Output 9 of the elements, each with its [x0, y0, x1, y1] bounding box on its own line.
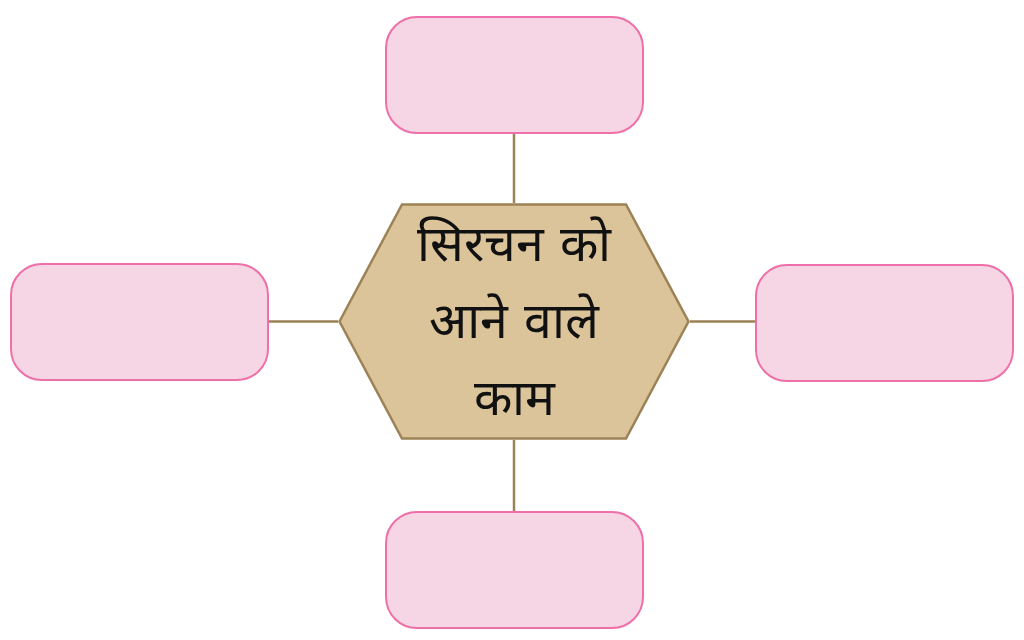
answer-box — [10, 263, 269, 381]
connector-line — [512, 440, 516, 511]
connector-line — [690, 320, 755, 323]
answer-box — [755, 264, 1014, 382]
hexagon: सिरचन को आने वाले काम — [338, 203, 690, 440]
answer-box — [385, 16, 644, 134]
answer-box — [385, 511, 644, 629]
connector-line — [269, 320, 338, 323]
connector-line — [512, 134, 516, 203]
